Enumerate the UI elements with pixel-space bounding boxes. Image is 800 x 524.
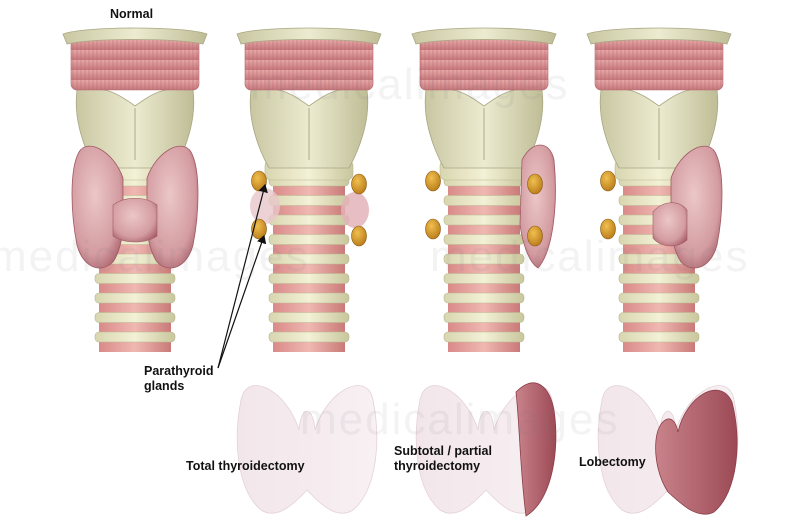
- label-lobectomy: Lobectomy: [579, 455, 646, 469]
- thyroid-right-lobe: [146, 145, 199, 269]
- arrow-lower-parathyroid: [217, 234, 267, 369]
- panel-lobectomy: [586, 27, 732, 352]
- tracheal-ring: [443, 195, 525, 206]
- tracheal-ring: [268, 253, 350, 265]
- hyoid-bone: [236, 27, 382, 45]
- tracheal-ring: [268, 273, 350, 284]
- specimen-subtotal: [415, 382, 557, 517]
- tracheal-ring: [94, 331, 176, 343]
- label-total-thyroidectomy: Total thyroidectomy: [186, 459, 305, 473]
- specimen-total: [236, 385, 378, 514]
- tracheal-ring: [94, 273, 176, 284]
- parathyroid-gland: [351, 225, 367, 247]
- muscle-band: [244, 37, 374, 91]
- tracheal-ring: [618, 273, 700, 284]
- muscle-band: [419, 37, 549, 91]
- tracheal-ring: [94, 312, 176, 323]
- label-subtotal-thyroidectomy: Subtotal / partial thyroidectomy: [394, 444, 492, 474]
- tracheal-ring: [268, 312, 350, 323]
- parathyroid-gland: [527, 225, 543, 247]
- tracheal-ring: [618, 292, 700, 304]
- tracheal-ring: [443, 253, 525, 265]
- panel-normal: [62, 27, 208, 352]
- tracheal-ring: [268, 234, 350, 245]
- tracheal-ring: [618, 331, 700, 343]
- retained-thyroid-portion: [515, 382, 557, 517]
- tracheal-ring: [268, 195, 350, 206]
- parathyroid-arrows: [217, 183, 268, 369]
- tracheal-ring: [268, 292, 350, 304]
- label-parathyroid-line1: Parathyroid: [144, 364, 214, 378]
- parathyroid-gland: [600, 218, 616, 240]
- tracheal-ring: [443, 331, 525, 343]
- hyoid-bone: [411, 27, 557, 45]
- label-subtotal-line1: Subtotal / partial: [394, 444, 492, 458]
- tracheal-ring: [443, 292, 525, 304]
- thyroid-left-lobe: [71, 145, 124, 269]
- thyroid-isthmus: [112, 197, 158, 243]
- panel-total: [236, 27, 382, 352]
- parathyroid-gland: [425, 218, 441, 240]
- parathyroid-gland: [425, 170, 441, 192]
- thyroid-bed-left: [250, 188, 280, 224]
- tracheal-ring: [443, 214, 525, 226]
- thyroid-isthmus: [652, 202, 688, 247]
- thyroid-remnant: [519, 144, 556, 269]
- thyroid-bed-right: [341, 192, 369, 228]
- label-normal: Normal: [110, 7, 154, 21]
- tracheal-ring: [443, 312, 525, 323]
- hyoid-bone: [62, 27, 208, 45]
- label-subtotal-line2: thyroidectomy: [394, 459, 481, 473]
- specimen-lobectomy: [597, 385, 739, 515]
- muscle-band: [594, 37, 724, 91]
- label-parathyroid-glands: Parathyroid glands: [144, 364, 213, 394]
- panel-subtotal: [411, 27, 557, 352]
- removed-thyroid-outline: [236, 385, 378, 514]
- tracheal-ring: [443, 273, 525, 284]
- retained-thyroid-portion: [655, 389, 738, 515]
- label-parathyroid-line2: glands: [144, 379, 185, 393]
- arrow-upper-parathyroid: [217, 183, 268, 369]
- parathyroid-gland: [351, 173, 367, 195]
- parathyroid-gland: [600, 170, 616, 192]
- parathyroid-gland: [527, 173, 543, 195]
- hyoid-bone: [586, 27, 732, 45]
- tracheal-ring: [94, 292, 176, 304]
- tracheal-ring: [268, 331, 350, 343]
- tracheal-ring: [443, 234, 525, 245]
- muscle-band: [70, 37, 200, 91]
- tracheal-ring: [268, 214, 350, 226]
- tracheal-ring: [618, 312, 700, 323]
